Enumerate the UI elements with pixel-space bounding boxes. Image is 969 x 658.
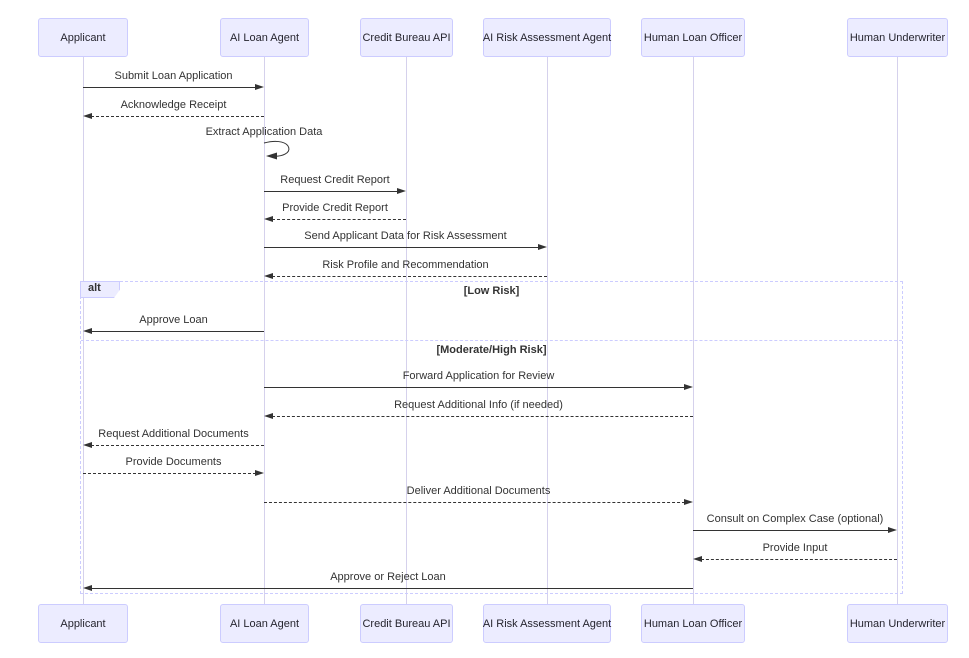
message-line — [264, 387, 685, 388]
arrowhead-icon — [684, 384, 693, 390]
message-label: Provide Documents — [125, 456, 222, 468]
participant-box-applicant-bottom: Applicant — [38, 604, 128, 643]
message-line — [91, 116, 264, 117]
lifeline-ai-loan-agent — [263, 57, 265, 604]
alt-frame: alt [Low Risk] [Moderate/High Risk] — [80, 281, 903, 594]
message-line — [272, 219, 406, 220]
message-label: Request Additional Documents — [98, 428, 249, 440]
participant-box-human-underwriter-top: Human Underwriter — [847, 18, 948, 57]
lifeline-ai-risk-assessment-agent — [546, 57, 548, 604]
arrowhead-icon — [264, 413, 273, 419]
message-label: Request Additional Info (if needed) — [394, 399, 563, 411]
message-label: Risk Profile and Recommendation — [322, 259, 489, 271]
arrowhead-icon — [397, 188, 406, 194]
self-loop-arrow — [263, 141, 290, 160]
message-line — [91, 445, 264, 446]
alt-label-tag: alt — [80, 281, 120, 298]
participant-box-human-underwriter-bottom: Human Underwriter — [847, 604, 948, 643]
message-label: Approve or Reject Loan — [330, 571, 446, 583]
arrowhead-icon — [538, 244, 547, 250]
arrowhead-icon — [83, 442, 92, 448]
arrowhead-icon — [255, 470, 264, 476]
participant-box-applicant-top: Applicant — [38, 18, 128, 57]
message-label: Acknowledge Receipt — [120, 99, 227, 111]
message-line — [272, 416, 693, 417]
participant-box-ai-loan-agent-bottom: AI Loan Agent — [220, 604, 309, 643]
message-label: Forward Application for Review — [402, 370, 555, 382]
message-line — [272, 276, 547, 277]
participant-box-human-loan-officer-top: Human Loan Officer — [641, 18, 745, 57]
message-line — [701, 559, 897, 560]
alt-condition-low-risk: [Low Risk] — [463, 285, 520, 297]
arrowhead-icon — [255, 84, 264, 90]
alt-condition-moderate-high-risk: [Moderate/High Risk] — [436, 344, 547, 356]
message-line — [264, 247, 539, 248]
message-label: Request Credit Report — [280, 174, 390, 186]
arrowhead-icon — [684, 499, 693, 505]
message-line — [83, 473, 256, 474]
lifeline-human-underwriter — [896, 57, 898, 604]
participant-box-ai-risk-assessment-agent-bottom: AI Risk Assessment Agent — [483, 604, 611, 643]
message-line — [91, 588, 693, 589]
message-label: Approve Loan — [139, 314, 208, 326]
message-line — [83, 87, 256, 88]
arrowhead-icon — [693, 556, 702, 562]
participant-box-human-loan-officer-bottom: Human Loan Officer — [641, 604, 745, 643]
arrowhead-icon — [83, 113, 92, 119]
arrowhead-icon — [264, 273, 273, 279]
participant-box-credit-bureau-api-top: Credit Bureau API — [360, 18, 453, 57]
message-label: Provide Credit Report — [282, 202, 388, 214]
alt-divider — [81, 340, 902, 341]
message-line — [693, 530, 889, 531]
message-label: Submit Loan Application — [114, 70, 233, 82]
lifeline-credit-bureau-api — [405, 57, 407, 604]
message-label: Send Applicant Data for Risk Assessment — [304, 230, 507, 242]
message-label: Consult on Complex Case (optional) — [706, 513, 884, 525]
arrowhead-icon — [83, 585, 92, 591]
message-label: Deliver Additional Documents — [406, 485, 551, 497]
participant-box-ai-loan-agent-top: AI Loan Agent — [220, 18, 309, 57]
message-line — [264, 191, 398, 192]
arrowhead-icon — [888, 527, 897, 533]
message-label: Extract Application Data — [205, 126, 323, 138]
participant-box-ai-risk-assessment-agent-top: AI Risk Assessment Agent — [483, 18, 611, 57]
arrowhead-icon — [83, 328, 92, 334]
lifeline-human-loan-officer — [692, 57, 694, 604]
message-line — [264, 502, 685, 503]
message-label: Provide Input — [762, 542, 828, 554]
arrowhead-icon — [264, 216, 273, 222]
message-line — [91, 331, 264, 332]
participant-box-credit-bureau-api-bottom: Credit Bureau API — [360, 604, 453, 643]
